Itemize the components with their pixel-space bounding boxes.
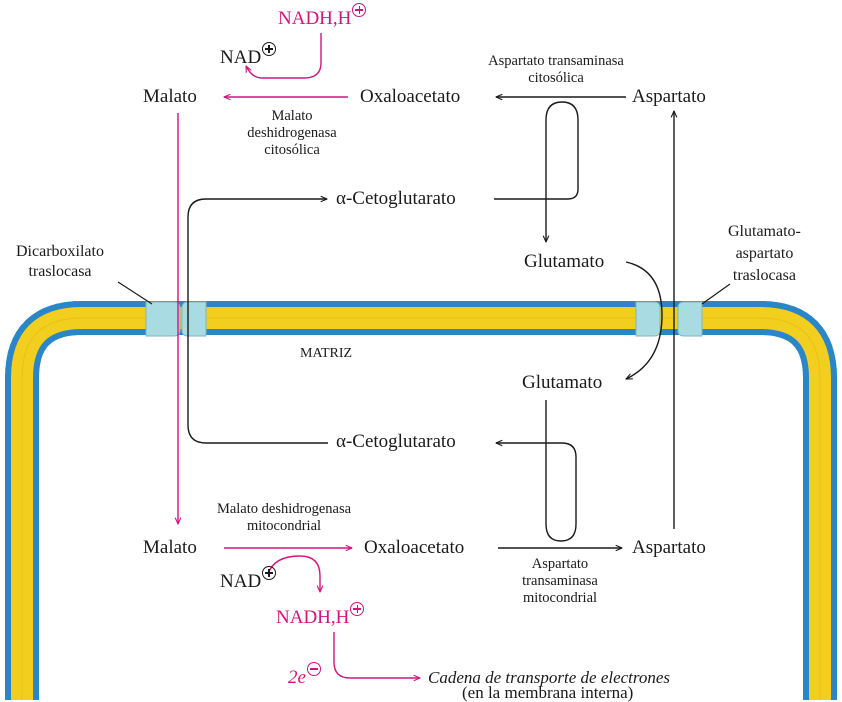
arrow-nadh-to-nad-cytosol [245, 33, 322, 79]
glutamate-aspartate-translocase-protein [635, 301, 703, 337]
minus-charge-icon [306, 662, 321, 676]
enzyme-line: Malato [271, 108, 313, 124]
glu-asp-callout-line [701, 283, 731, 305]
enzyme-line: citosólica [264, 142, 320, 158]
arrow-glu-to-akg-matrix [496, 400, 577, 542]
glu-asp-translocase-label: Glutamato- aspartato traslocasa [728, 221, 801, 287]
dicarboxylate-translocase-protein [145, 301, 207, 337]
arrow-glutamate-into-matrix [626, 261, 663, 380]
electrons-label: 2e [288, 662, 321, 688]
inner-membrane [5, 301, 837, 700]
enzyme-line: Malato deshidrogenasa [216, 501, 352, 517]
malate-matrix-label: Malato [143, 537, 197, 558]
arrow-nad-uptake-matrix [267, 555, 320, 592]
nadh-cytosol-label: NADH,H [278, 3, 367, 29]
translocase-line: Glutamato- [728, 223, 801, 240]
malate-cytosol-label: Malato [143, 86, 197, 107]
ast-mitochondrial-label: Aspartato transaminasa mitocondrial [522, 556, 598, 607]
enzyme-line: deshidrogenasa [247, 125, 337, 141]
nad-cytosol-text: NAD [220, 47, 262, 68]
aspartate-matrix-label: Aspartato [632, 537, 706, 558]
enzyme-line: mitocondrial [522, 590, 598, 606]
arrow-akg-to-glu-cytosol [494, 101, 579, 242]
plus-charge-icon [352, 3, 367, 17]
enzyme-line: Aspartato transaminasa [488, 53, 624, 69]
nad-matrix-text: NAD [220, 571, 262, 592]
matrix-label: MATRIZ [300, 346, 353, 361]
etc-location-label-visible: (en la membrana interna) [462, 683, 634, 702]
electrons-text: 2e [288, 667, 306, 688]
translocase-line: aspartato [735, 245, 794, 262]
nadh-matrix-text: NADH,H [276, 607, 350, 628]
translocase-line: traslocasa [732, 267, 796, 284]
translocase-line: Dicarboxilato [16, 243, 104, 260]
arrow-akg-exit-to-cytosol [187, 199, 328, 444]
dicarboxylate-translocase-label: Dicarboxilato traslocasa [16, 242, 104, 282]
aspartate-cytosol-label: Aspartato [632, 86, 706, 107]
glutamate-matrix-label: Glutamato [522, 372, 603, 393]
enzyme-line: mitocondrial [246, 518, 322, 534]
arrow-electrons-to-etc [333, 632, 420, 678]
alpha-ketoglutarate-matrix-label: α-Cetoglutarato [336, 431, 456, 452]
enzyme-line: citosólica [528, 70, 584, 86]
plus-charge-icon [262, 566, 277, 580]
etc-label: Cadena de transporte de electrones [428, 668, 671, 687]
enzyme-line: Aspartato [531, 556, 589, 572]
ast-cytosolic-label: Aspartato transaminasa citosólica [488, 53, 624, 87]
translocase-line: traslocasa [28, 263, 92, 280]
plus-charge-icon [350, 602, 365, 616]
mdh-mitochondrial-label: Malato deshidrogenasa mitocondrial [217, 501, 351, 535]
nadh-matrix-label: NADH,H [276, 602, 365, 628]
oxaloacetate-cytosol-label: Oxaloacetato [360, 86, 461, 107]
alpha-ketoglutarate-cytosol-label: α-Cetoglutarato [336, 188, 456, 209]
nad-cytosol-label: NAD [220, 42, 277, 68]
dicarboxylate-callout-line [117, 281, 153, 305]
plus-charge-icon [262, 42, 277, 56]
glutamate-cytosol-label: Glutamato [524, 251, 605, 272]
nadh-cytosol-text: NADH,H [278, 8, 352, 29]
mdh-cytosolic-label: Malato deshidrogenasa citosólica [247, 108, 336, 159]
oxaloacetate-matrix-label: Oxaloacetato [364, 537, 465, 558]
enzyme-line: transaminasa [522, 573, 598, 589]
nad-matrix-label: NAD [220, 566, 277, 592]
